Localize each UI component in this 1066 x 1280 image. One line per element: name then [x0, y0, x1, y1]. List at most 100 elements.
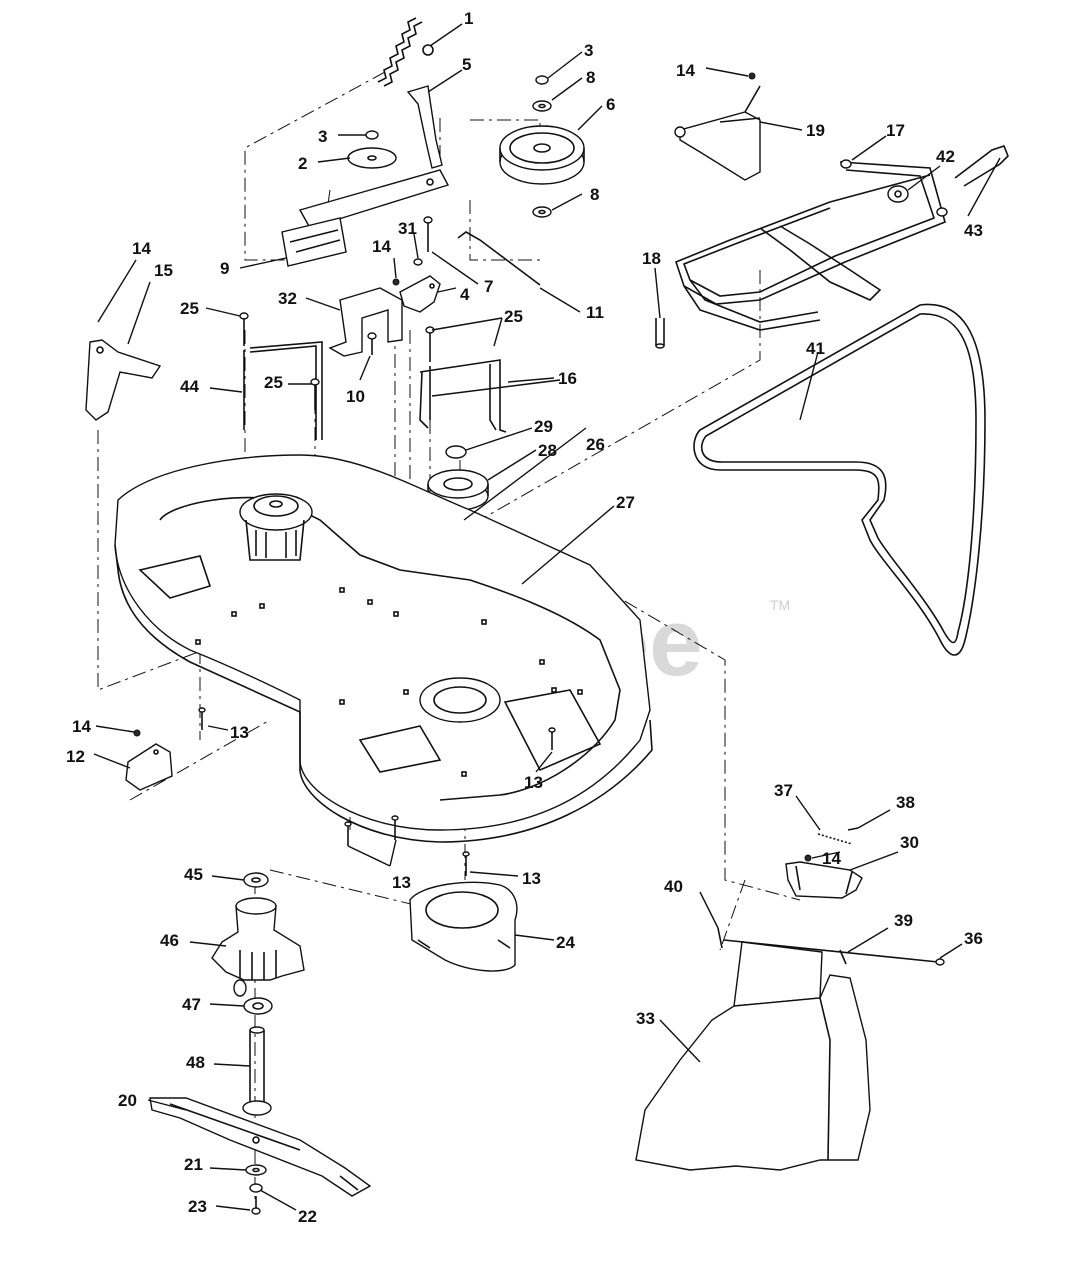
callout-3-right: 3 — [584, 41, 593, 60]
spindle-housing-part-46 — [211, 897, 305, 997]
callout-24: 24 — [556, 933, 575, 952]
pin-part-38 — [847, 827, 859, 831]
bracket-part-4 — [399, 275, 441, 313]
callout-14-top: 14 — [676, 61, 695, 80]
lockwasher-part-22 — [249, 1183, 263, 1193]
watermark-trademark: TM — [770, 597, 790, 613]
callout-13-right: 13 — [522, 869, 541, 888]
washer-part-8-upper — [532, 100, 552, 112]
callout-labels: 1 2 3 3 4 5 6 7 8 8 9 10 11 12 13 13 13 … — [66, 9, 983, 1226]
guard-part-24 — [409, 881, 518, 972]
callout-31: 31 — [398, 219, 417, 238]
callout-33: 33 — [636, 1009, 655, 1028]
callout-10: 10 — [346, 387, 365, 406]
pulley-part-6 — [499, 125, 585, 185]
bearing-part-47 — [243, 997, 273, 1015]
bolt-part-7 — [423, 216, 433, 252]
callout-8-lower: 8 — [590, 185, 599, 204]
spring-part-37 — [817, 833, 853, 845]
callout-25-left: 25 — [180, 299, 199, 318]
callout-18: 18 — [642, 249, 661, 268]
callout-29: 29 — [534, 417, 553, 436]
bolt-part-13-c — [344, 821, 352, 846]
pin-part-18 — [655, 318, 665, 349]
callout-2: 2 — [298, 154, 307, 173]
bolt-part-13-e — [462, 851, 470, 876]
callout-13-left: 13 — [230, 723, 249, 742]
callout-37: 37 — [774, 781, 793, 800]
callout-25-mid: 25 — [264, 373, 283, 392]
callout-38: 38 — [896, 793, 915, 812]
callout-6: 6 — [606, 95, 615, 114]
bolt-part-31 — [413, 258, 423, 266]
callout-12: 12 — [66, 747, 85, 766]
callout-42: 42 — [936, 147, 955, 166]
bag-part-33 — [635, 941, 871, 1171]
callout-14-bracket15: 14 — [132, 239, 151, 258]
rod-part-44 — [243, 341, 323, 440]
callout-8-upper: 8 — [586, 68, 595, 87]
callout-43: 43 — [964, 221, 983, 240]
mower-deck-part-27 — [114, 454, 653, 843]
callout-14-chute: 14 — [822, 849, 841, 868]
callout-48: 48 — [186, 1053, 205, 1072]
nut-part-14-top — [748, 72, 756, 80]
callout-14-center: 14 — [372, 237, 391, 256]
callout-22: 22 — [298, 1207, 317, 1226]
callout-5: 5 — [462, 55, 471, 74]
callout-19: 19 — [806, 121, 825, 140]
callout-3-left: 3 — [318, 127, 327, 146]
callout-7: 7 — [484, 277, 493, 296]
latch-part-19 — [674, 85, 761, 181]
bracket-part-15 — [85, 339, 162, 421]
bolt-part-13-d — [391, 815, 399, 840]
washer-part-8-lower — [532, 206, 552, 218]
callout-14-left: 14 — [72, 717, 91, 736]
callout-30: 30 — [900, 833, 919, 852]
bolt-part-23 — [251, 1196, 261, 1215]
callout-21: 21 — [184, 1155, 203, 1174]
bracket-part-32 — [328, 287, 403, 357]
callout-44: 44 — [180, 377, 199, 396]
bracket-part-12 — [125, 743, 173, 791]
washer-part-21 — [245, 1164, 267, 1176]
spring-part-1 — [377, 17, 434, 87]
bolt-part-10 — [367, 332, 377, 355]
callout-36: 36 — [964, 929, 983, 948]
callout-13-deck: 13 — [524, 773, 543, 792]
callout-27: 27 — [616, 493, 635, 512]
callout-46: 46 — [160, 931, 179, 950]
callout-39: 39 — [894, 911, 913, 930]
callout-32: 32 — [278, 289, 297, 308]
frame-part-17 — [675, 159, 948, 331]
pin-part-40 — [717, 927, 723, 949]
callout-11: 11 — [586, 303, 604, 322]
callout-13-bottom: 13 — [392, 873, 411, 892]
callout-15: 15 — [154, 261, 173, 280]
callout-26: 26 — [586, 435, 605, 454]
leader-lines — [93, 23, 1001, 1211]
callout-17: 17 — [886, 121, 905, 140]
nut-part-29 — [445, 445, 467, 459]
pin-part-43 — [954, 145, 1009, 187]
callout-1: 1 — [464, 9, 473, 28]
callout-40: 40 — [664, 877, 683, 896]
callout-41: 41 — [806, 339, 825, 358]
washer-part-42 — [887, 185, 909, 203]
callout-9: 9 — [220, 259, 229, 278]
blade-part-20 — [149, 1097, 372, 1197]
washer-part-2 — [347, 147, 397, 169]
callout-20: 20 — [118, 1091, 137, 1110]
plate-part-9 — [281, 169, 450, 267]
nut-part-14-center — [392, 278, 400, 286]
bolt-part-13-b — [548, 727, 556, 750]
bolt-part-25-left — [239, 312, 249, 346]
deflector-part-30 — [785, 861, 863, 899]
nut-part-14-left — [133, 729, 141, 737]
callout-28: 28 — [538, 441, 557, 460]
nut-part-14-chute — [804, 854, 812, 862]
rod-part-11 — [457, 231, 541, 286]
callout-45: 45 — [184, 865, 203, 884]
